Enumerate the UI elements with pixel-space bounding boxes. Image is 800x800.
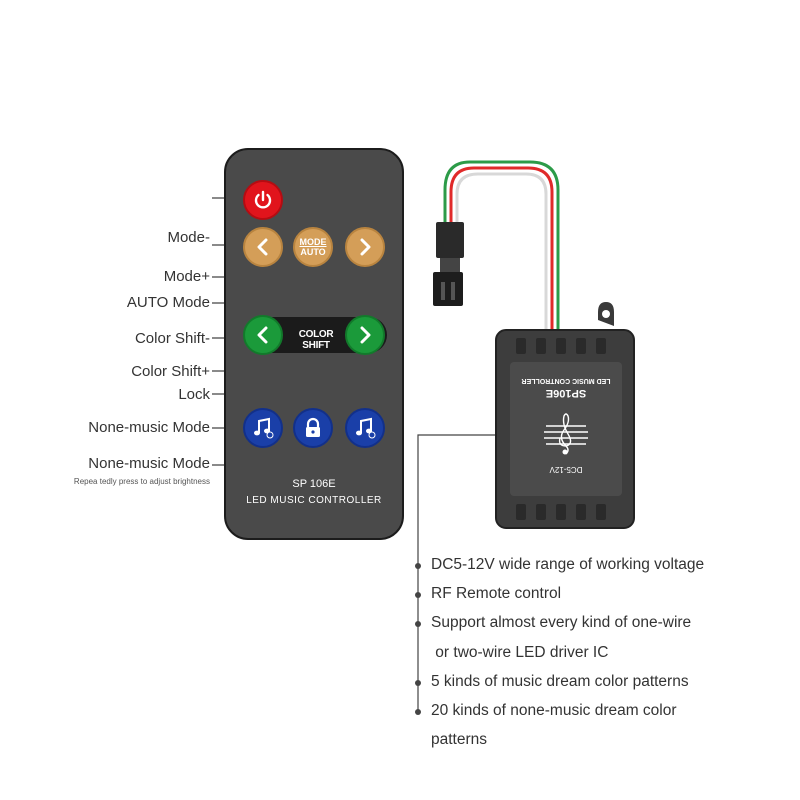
- label-mode-minus: Mode-: [167, 229, 210, 246]
- remote-control: MODE AUTO COLOR SHIFT: [224, 148, 404, 540]
- label-lock: Lock: [178, 386, 210, 403]
- chevron-left-icon: [257, 326, 268, 344]
- chevron-right-icon: [360, 238, 371, 256]
- none-music-mode-button-2[interactable]: [345, 408, 385, 448]
- power-icon: [254, 190, 272, 209]
- color-shift-minus-button[interactable]: [243, 315, 283, 355]
- feature-item: 5 kinds of music dream color patterns: [431, 673, 689, 690]
- feature-item: patterns: [431, 731, 488, 748]
- music-note-icon: [254, 417, 274, 439]
- feature-item: RF Remote control: [431, 585, 562, 602]
- label-brightness-note: Repea tedly press to adjust brightness: [73, 477, 210, 486]
- label-mode-plus: Mode+: [163, 268, 210, 285]
- mode-minus-button[interactable]: [243, 227, 283, 267]
- treble-clef-icon: [544, 413, 588, 455]
- auto-mode-button[interactable]: MODE AUTO: [293, 227, 333, 267]
- auto-button-top-label: MODE: [299, 237, 327, 247]
- chevron-right-icon: [360, 326, 371, 344]
- power-button[interactable]: [243, 180, 283, 220]
- auto-button-bottom-label: AUTO: [300, 247, 326, 257]
- lock-icon: [306, 417, 320, 437]
- label-color-shift-minus: Color Shift-: [134, 330, 210, 347]
- label-none-music-1: None-music Mode: [88, 419, 210, 436]
- mode-plus-button[interactable]: [345, 227, 385, 267]
- controller-voltage: DC5-12V: [549, 465, 583, 474]
- none-music-mode-button-1[interactable]: [243, 408, 283, 448]
- label-auto-mode: AUTO Mode: [126, 294, 210, 311]
- remote-model: SP 106E: [292, 478, 336, 490]
- color-shift-plus-button[interactable]: [345, 315, 385, 355]
- label-none-music-2: None-music Mode: [88, 455, 210, 472]
- feature-item: 20 kinds of none-music dream color: [431, 702, 677, 719]
- lock-button[interactable]: [293, 408, 333, 448]
- controller-title: LED MUSIC CONTROLLER: [521, 377, 611, 384]
- controller-model: SP106E: [545, 387, 587, 399]
- jst-connector-icon: [433, 222, 464, 306]
- feature-item: DC5-12V wide range of working voltage: [431, 556, 705, 573]
- music-note-icon: [356, 417, 376, 439]
- color-shift-label: COLOR SHIFT: [298, 329, 334, 351]
- feature-item: Support almost every kind of one-wire: [431, 614, 692, 631]
- label-color-shift-plus: Color Shift+: [131, 363, 210, 380]
- feature-item: or two-wire LED driver IC: [431, 644, 609, 661]
- remote-subtitle: LED MUSIC CONTROLLER: [246, 495, 382, 506]
- chevron-left-icon: [257, 238, 268, 256]
